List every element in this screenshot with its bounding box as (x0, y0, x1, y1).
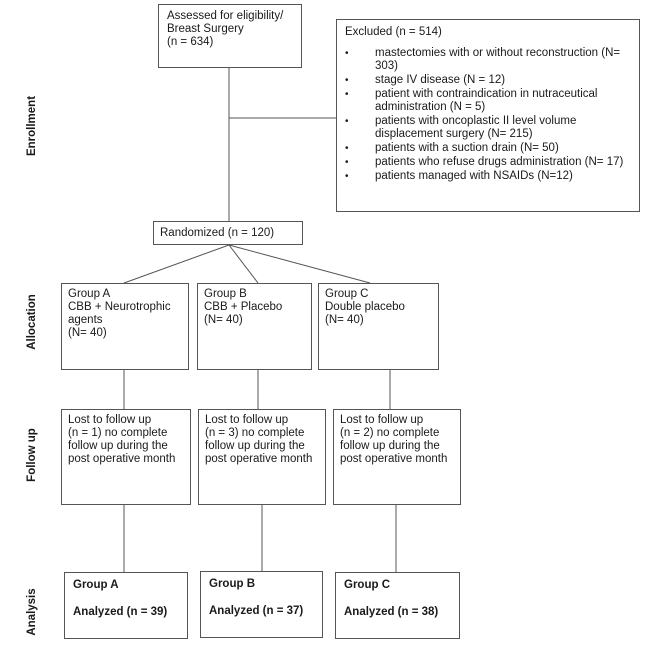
analysis-group-b-count: Analyzed (n = 37) (209, 605, 304, 617)
excluded-item: patients with a suction drain (N= 50) (345, 142, 631, 155)
connector-randomized-group-c (228, 244, 371, 284)
allocation-box-group-c: Group C Double placebo (N= 40) (318, 283, 439, 370)
connector-randomized-group-a (123, 244, 230, 284)
excluded-list: mastectomies with or without reconstruct… (345, 47, 631, 183)
stage-label-analysis: Analysis (26, 588, 38, 636)
analysis-group-b-name: Group B (209, 578, 255, 590)
analysis-group-c-count: Analyzed (n = 38) (344, 606, 439, 618)
stage-label-enrollment: Enrollment (26, 95, 38, 157)
excluded-title: Excluded (n = 514) (345, 26, 442, 38)
randomized-text: Randomized (n = 120) (160, 227, 275, 239)
allocation-box-group-a: Group A CBB + Neurotrophic agents (N= 40… (61, 283, 189, 370)
analysis-group-c-name: Group C (344, 579, 390, 591)
followup-box-group-b: Lost to follow up (n = 3) no complete fo… (198, 409, 326, 505)
followup-box-group-c: Lost to follow up (n = 2) no complete fo… (333, 409, 461, 505)
assessed-box: Assessed for eligibility/ Breast Surgery… (158, 4, 302, 68)
analysis-group-a-count: Analyzed (n = 39) (73, 606, 168, 618)
analysis-box-group-c: Group C Analyzed (n = 38) (335, 572, 460, 639)
allocation-text-group-c: Group C Double placebo (N= 40) (325, 288, 405, 326)
followup-text-group-c: Lost to follow up (n = 2) no complete fo… (340, 414, 448, 465)
excluded-item: patients with oncoplastic II level volum… (345, 115, 631, 141)
analysis-box-group-a: Group A Analyzed (n = 39) (64, 572, 188, 639)
excluded-item: patients managed with NSAIDs (N=12) (345, 170, 631, 183)
excluded-box: Excluded (n = 514) mastectomies with or … (336, 19, 640, 212)
excluded-item: patients who refuse drugs administration… (345, 156, 631, 169)
stage-label-allocation: Allocation (26, 294, 38, 350)
assessed-text: Assessed for eligibility/ Breast Surgery… (167, 10, 284, 48)
followup-box-group-a: Lost to follow up (n = 1) no complete fo… (61, 409, 191, 505)
excluded-item: mastectomies with or without reconstruct… (345, 47, 631, 73)
allocation-text-group-b: Group B CBB + Placebo (N= 40) (204, 288, 283, 326)
followup-text-group-b: Lost to follow up (n = 3) no complete fo… (205, 414, 313, 465)
excluded-item: stage IV disease (N = 12) (345, 74, 631, 87)
followup-text-group-a: Lost to follow up (n = 1) no complete fo… (68, 414, 176, 465)
excluded-item: patient with contraindication in nutrace… (345, 88, 631, 114)
allocation-text-group-a: Group A CBB + Neurotrophic agents (N= 40… (68, 288, 171, 339)
randomized-box: Randomized (n = 120) (153, 221, 303, 245)
analysis-group-a-name: Group A (73, 579, 119, 591)
connector-randomized-group-b (228, 244, 259, 284)
allocation-box-group-b: Group B CBB + Placebo (N= 40) (197, 283, 312, 370)
analysis-box-group-b: Group B Analyzed (n = 37) (200, 571, 323, 638)
stage-label-follow-up: Follow up (26, 428, 38, 482)
